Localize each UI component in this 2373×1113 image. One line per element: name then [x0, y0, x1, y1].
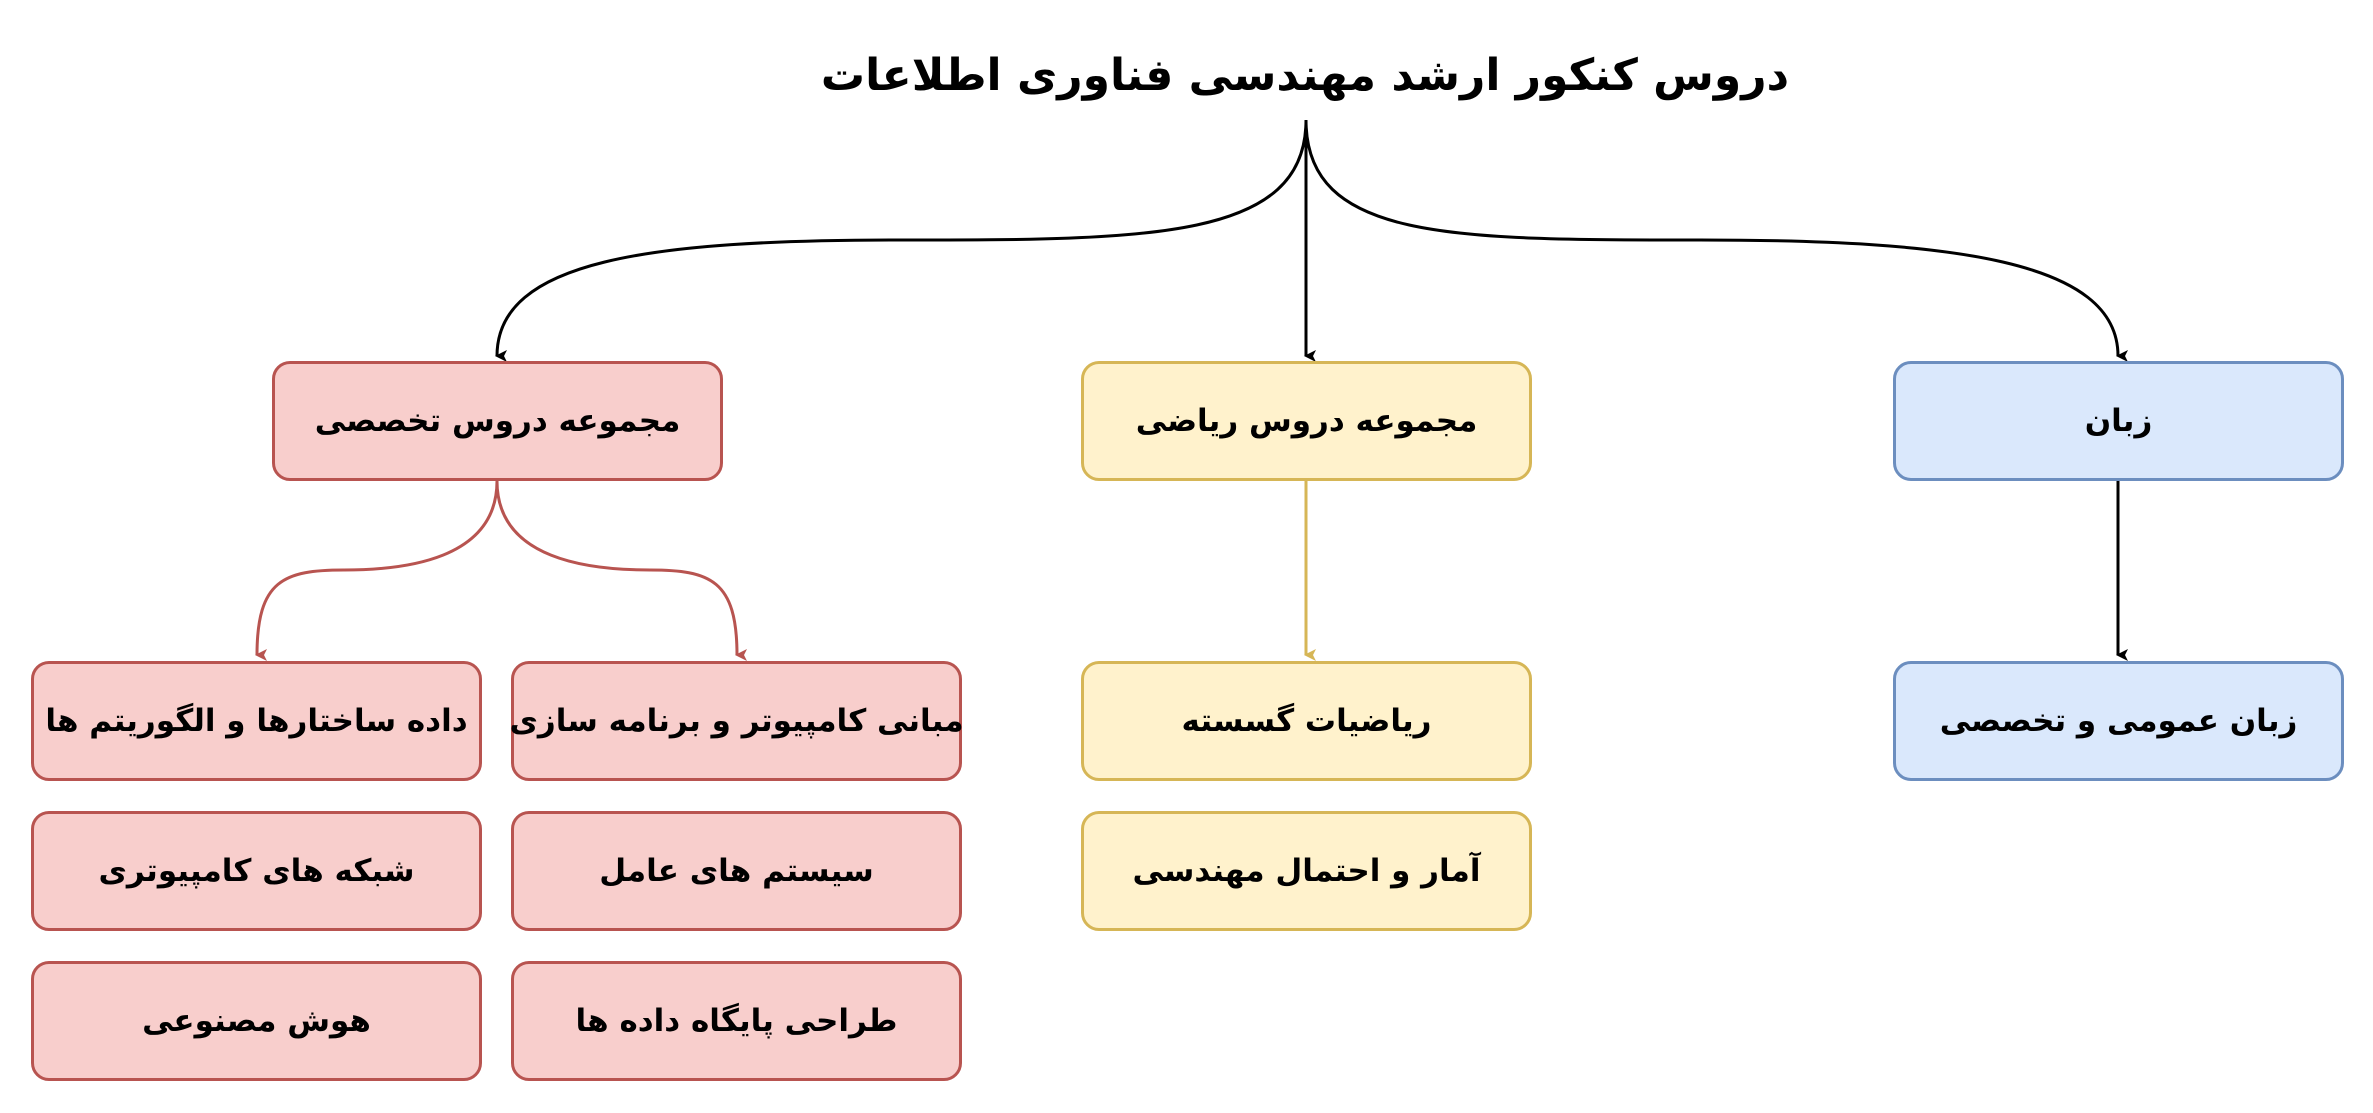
group-node-math[interactable]: مجموعه دروس ریاضی: [1081, 361, 1532, 481]
course-node-discrete-mathematics[interactable]: ریاضیات گسسته: [1081, 661, 1532, 781]
edge-root-to-language: [1304, 119, 2129, 362]
course-node-operating-systems[interactable]: سیستم های عامل: [511, 811, 962, 931]
course-node-artificial-intelligence[interactable]: هوش مصنوعی: [31, 961, 482, 1081]
edge-specialized-to-course-2: [255, 480, 499, 662]
course-node-database-design[interactable]: طراحی پایگاه داده ها: [511, 961, 962, 1081]
diagram-title: دروس کنکور ارشد مهندسی فناوری اطلاعات: [820, 49, 1790, 101]
course-node-engineering-probability-statistics[interactable]: آمار و احتمال مهندسی: [1081, 811, 1532, 931]
edge-root-to-specialized: [495, 119, 1308, 363]
course-node-computer-fundamentals-programming[interactable]: مبانی کامپیوتر و برنامه سازی: [509, 661, 964, 781]
course-node-data-structures-algorithms[interactable]: داده ساختارها و الگوریتم ها: [31, 661, 482, 781]
group-node-specialized[interactable]: مجموعه دروس تخصصی: [272, 361, 723, 481]
course-node-computer-networks[interactable]: شبکه های کامپیوتری: [31, 811, 482, 931]
edge-specialized-to-course-1: [495, 480, 748, 661]
course-node-general-specialized-english[interactable]: زبان عمومی و تخصصی: [1893, 661, 2344, 781]
group-node-language[interactable]: زبان: [1893, 361, 2344, 481]
